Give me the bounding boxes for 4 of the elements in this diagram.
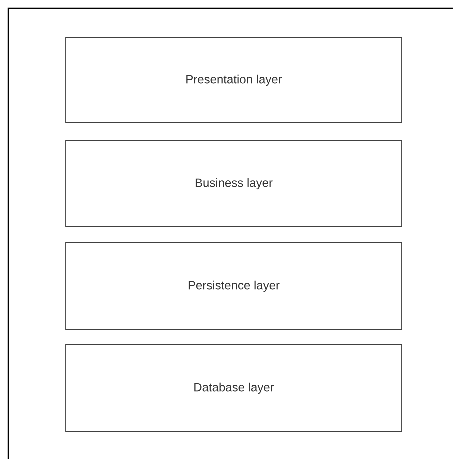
layer-box: Presentation layer [66,38,402,124]
layer-box: Business layer [66,140,402,228]
layer-box: Persistence layer [66,242,402,330]
layer-box: Database layer [66,344,402,432]
